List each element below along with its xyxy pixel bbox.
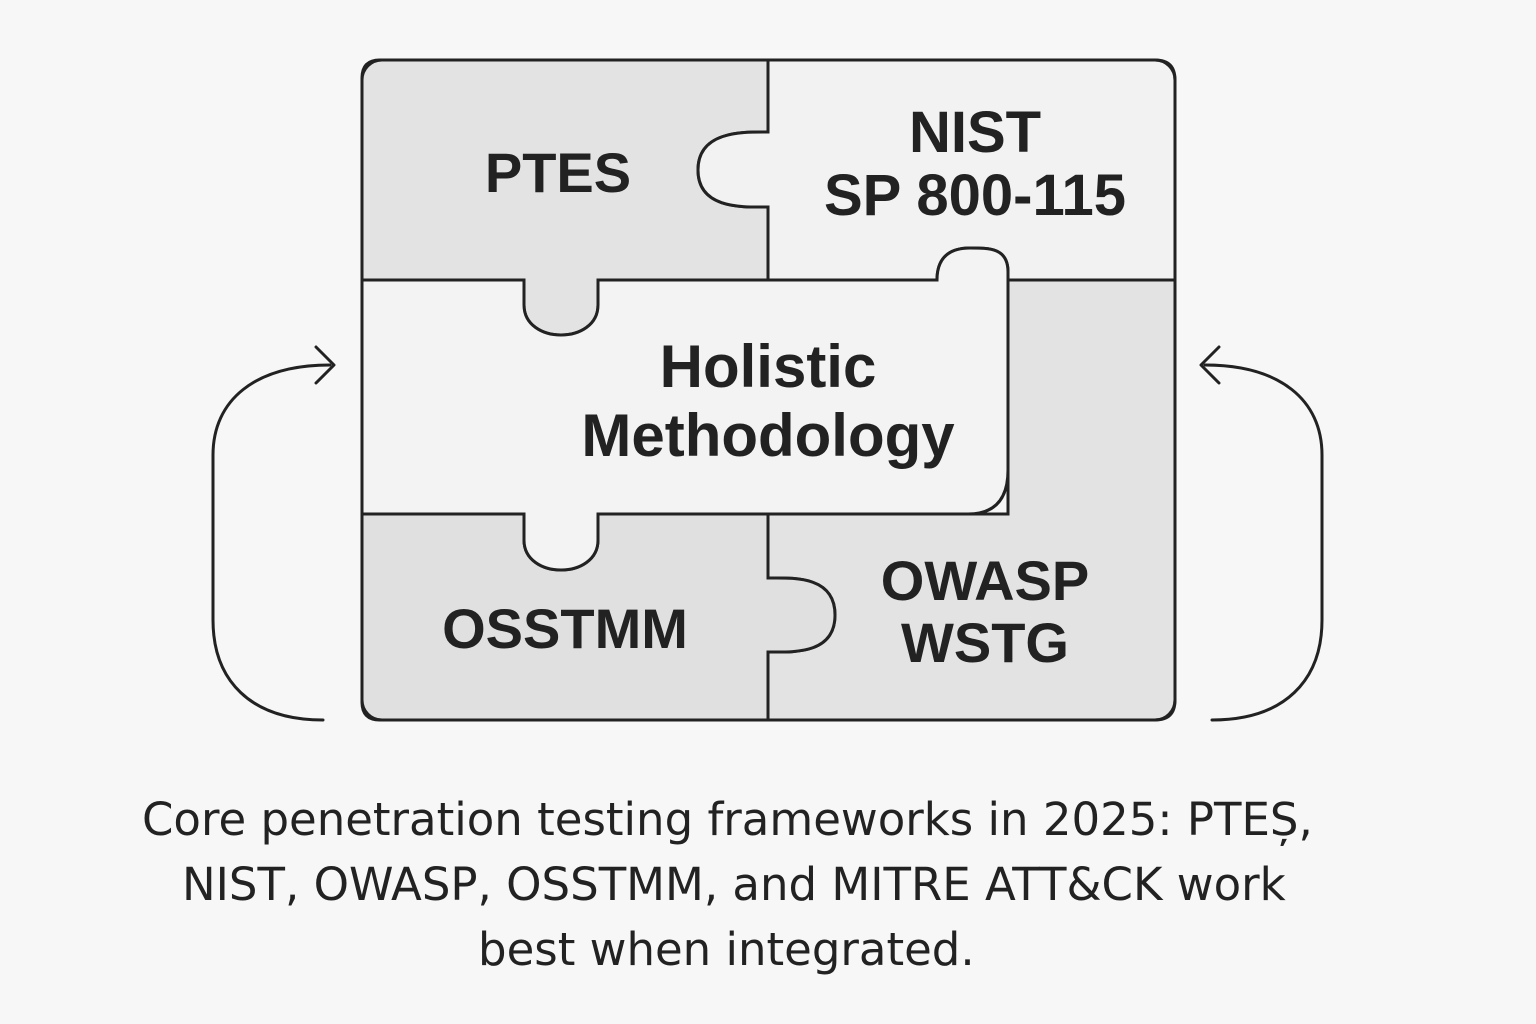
holistic-methodology-piece (360, 246, 1010, 572)
osstmm-label: OSSTMM (442, 597, 688, 660)
caption-line-3: best when integrated. (478, 923, 975, 976)
caption-line-2: NIST, OWASP, OSSTMM, and MITRE ATT&CK wo… (182, 858, 1286, 911)
left-arrowhead-icon (314, 345, 336, 385)
methodology-label: Methodology (581, 402, 955, 469)
caption-line-1: Core penetration testing frameworks in 2… (142, 793, 1313, 846)
wstg-label: WSTG (901, 611, 1069, 674)
right-cycle-arrow (1203, 363, 1324, 722)
nist-label: NIST (909, 100, 1041, 165)
owasp-label: OWASP (881, 549, 1089, 612)
right-arrowhead-icon (1199, 345, 1221, 385)
nist-subtitle-label: SP 800-115 (824, 163, 1126, 228)
ptes-label: PTES (485, 141, 631, 204)
frame-border (360, 58, 1177, 722)
holistic-label: Holistic (660, 333, 877, 400)
left-cycle-arrow (211, 363, 332, 722)
